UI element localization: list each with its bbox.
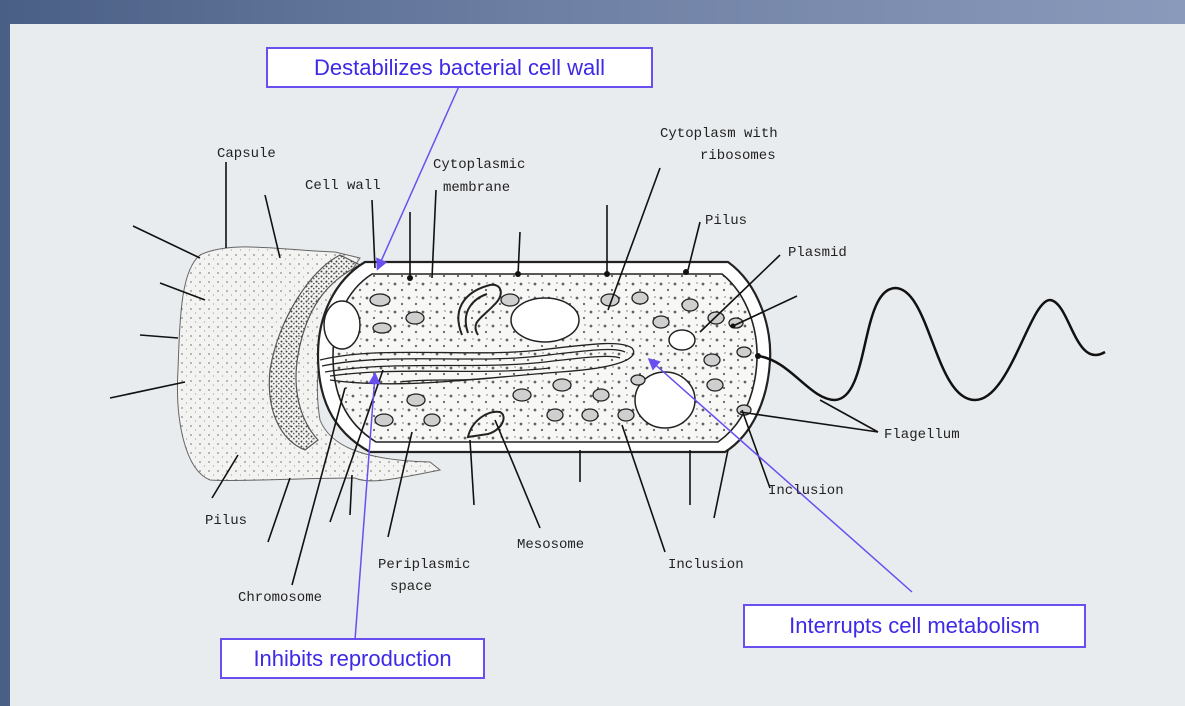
callout-interrupts-metabolism: Interrupts cell metabolism: [743, 604, 1086, 648]
label-inclusion-bottom: Inclusion: [668, 557, 744, 573]
plasmid-shape: [669, 330, 695, 350]
inclusion-1: [324, 301, 360, 349]
label-cytoplasmic-membrane-2: membrane: [443, 180, 510, 196]
label-flagellum: Flagellum: [884, 427, 960, 443]
inclusion-2: [511, 298, 579, 342]
label-mesosome: Mesosome: [517, 537, 584, 553]
label-cell-wall: Cell wall: [305, 178, 381, 194]
label-chromosome: Chromosome: [238, 590, 322, 606]
label-inclusion-right: Inclusion: [768, 483, 844, 499]
label-cytoplasm-2: ribosomes: [700, 148, 776, 164]
label-plasmid: Plasmid: [788, 245, 847, 261]
label-periplasmic-1: Periplasmic: [378, 557, 470, 573]
label-capsule: Capsule: [217, 146, 276, 162]
flagellum: [758, 288, 1105, 400]
label-cytoplasmic-membrane-1: Cytoplasmic: [433, 157, 525, 173]
callout-inhibits-reproduction: Inhibits reproduction: [220, 638, 485, 679]
callout-destabilizes-cell-wall: Destabilizes bacterial cell wall: [266, 47, 653, 88]
label-pilus-top: Pilus: [705, 213, 747, 229]
label-periplasmic-2: space: [390, 579, 432, 595]
label-pilus-left: Pilus: [205, 513, 247, 529]
label-cytoplasm-1: Cytoplasm with: [660, 126, 778, 142]
